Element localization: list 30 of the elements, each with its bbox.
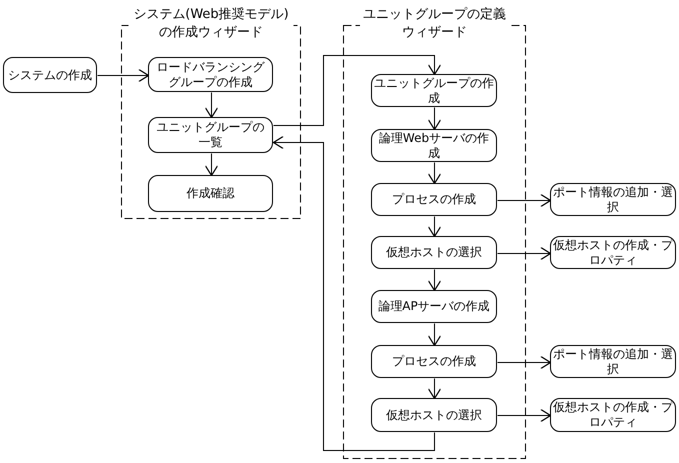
arrow — [428, 269, 442, 292]
process-box: 論理APサーバの作成 — [371, 290, 497, 323]
arrow — [204, 92, 218, 118]
process-box: プロセスの作成 — [371, 183, 497, 216]
process-box: ポート情報の追加・選択 — [550, 183, 676, 216]
arrow — [97, 68, 150, 82]
arrow — [428, 107, 442, 130]
arrow — [497, 246, 552, 260]
process-box: ポート情報の追加・選択 — [550, 345, 676, 378]
process-box: プロセスの作成 — [371, 345, 497, 378]
arrow — [428, 323, 442, 346]
arrow — [428, 216, 442, 238]
arrow — [497, 194, 552, 208]
process-box: 仮想ホストの選択 — [371, 236, 497, 269]
arrow — [428, 162, 442, 184]
process-box: ユニットグループの一覧 — [148, 117, 273, 153]
arrow — [273, 55, 442, 126]
process-box: 作成確認 — [148, 175, 273, 212]
process-box: 論理Webサーバの作成 — [371, 129, 497, 162]
process-box: システムの作成 — [3, 57, 97, 93]
arrow — [497, 408, 552, 422]
arrow — [272, 136, 435, 451]
arrow — [204, 153, 218, 176]
process-box: ロードバランシンググループの作成 — [148, 57, 273, 92]
arrow — [428, 378, 442, 400]
process-box: 仮想ホストの選択 — [371, 398, 497, 432]
arrow — [497, 356, 552, 370]
process-box: 仮想ホストの作成・プロパティ — [550, 236, 676, 269]
process-box: 仮想ホストの作成・プロパティ — [550, 398, 676, 432]
process-box: ユニットグループの作成 — [371, 74, 497, 107]
